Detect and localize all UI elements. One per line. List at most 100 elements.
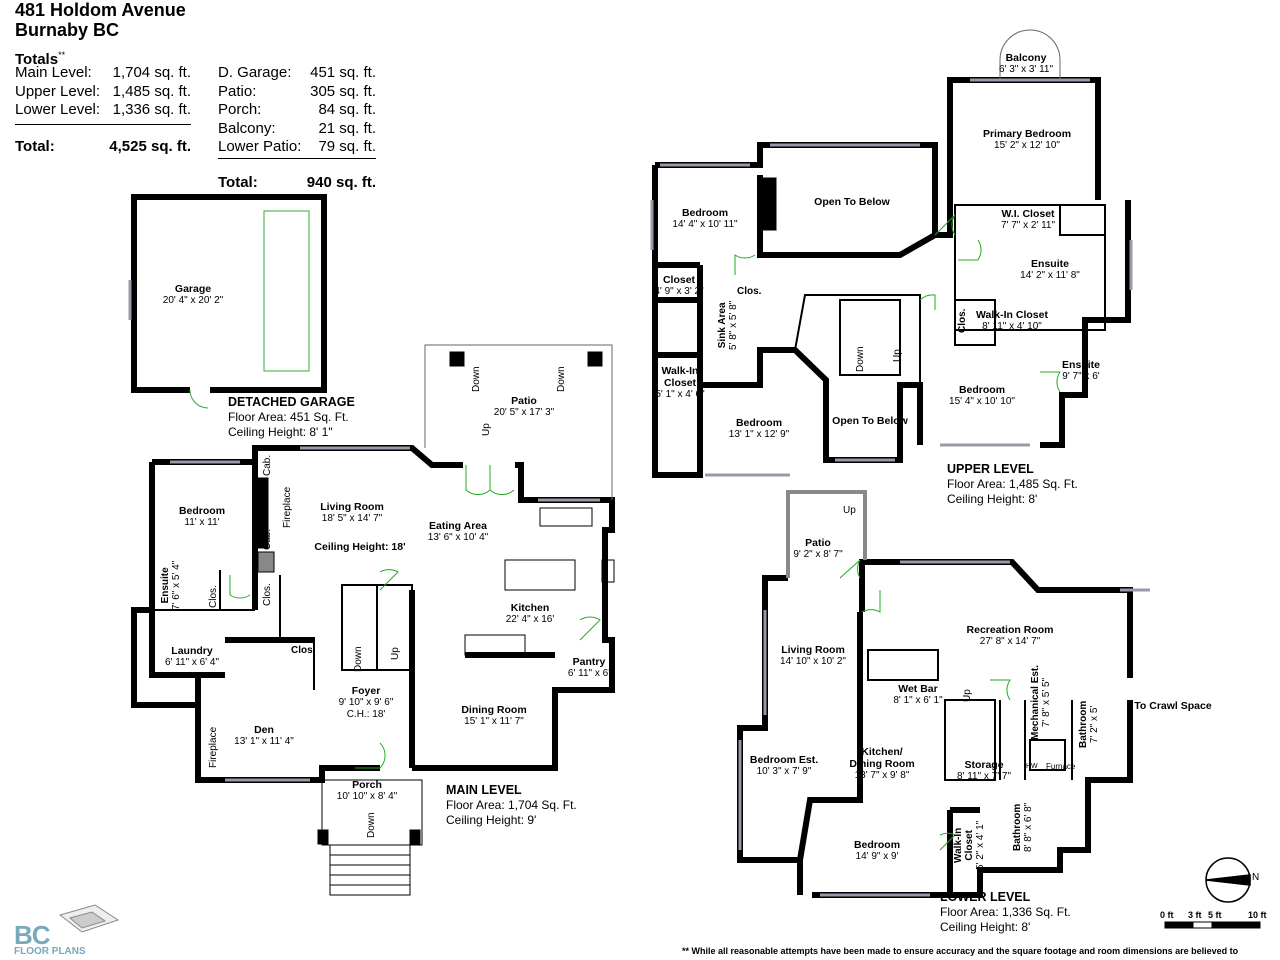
- scale-3: 3 ft: [1188, 910, 1202, 920]
- porch-outline: [321, 779, 423, 896]
- stairs-up-main: Up: [390, 647, 401, 660]
- totals-right-row: Porch:84 sq. ft.: [218, 101, 376, 118]
- garage-door: [263, 210, 310, 372]
- room-ceiling18: Ceiling Height: 18': [314, 541, 406, 553]
- label-clos-upper: Clos.: [737, 286, 762, 297]
- stairs-up-storage: Up: [962, 689, 973, 702]
- totals-right-row: Balcony:21 sq. ft.: [218, 119, 376, 137]
- window-marks: [128, 78, 1150, 897]
- fireplace-main: [257, 477, 269, 549]
- stairs-up-patio: Up: [481, 423, 492, 436]
- stairs-down-upper: Down: [855, 346, 866, 372]
- patio-outline: [424, 344, 613, 500]
- stairs-down-patio-1: Down: [471, 366, 482, 392]
- label-cab-2: Cab.: [262, 528, 273, 550]
- totals-right-total: Total:940 sq. ft.: [218, 174, 376, 191]
- label-clos-upper-2: Clos.: [957, 308, 968, 333]
- label-mechanical: Mechanical Est.7' 8" x 5' 5": [1030, 664, 1052, 740]
- garage-walls: [131, 194, 327, 393]
- totals-title: Totals**: [15, 50, 66, 68]
- stairs-down-porch: Down: [366, 812, 377, 838]
- room-open1: Open To Below: [814, 196, 890, 208]
- door-swing: [734, 254, 756, 275]
- logo-bc: BC: [14, 920, 51, 950]
- stairs-down-main: Down: [353, 646, 364, 672]
- scale-0: 0 ft: [1160, 910, 1174, 920]
- door-swing: [990, 679, 1011, 701]
- room-open2: Open To Below: [832, 415, 908, 427]
- stairs-down-patio-2: Down: [556, 366, 567, 392]
- door-swing: [465, 465, 491, 496]
- stairs-up-lower: Up: [843, 505, 856, 516]
- door-swing: [229, 575, 251, 599]
- totals-left-rule: [15, 124, 191, 125]
- totals-right-rule: [218, 158, 376, 159]
- scale-5: 5 ft: [1208, 910, 1222, 920]
- city: Burnaby BC: [15, 20, 120, 40]
- door-swing: [355, 742, 386, 769]
- room-bedroom-est: Bedroom Est.10' 3" x 7' 9": [749, 754, 819, 777]
- scale-10: 10 ft: [1248, 910, 1267, 920]
- door-swing: [958, 239, 982, 261]
- label-furnace: Furnace: [1046, 762, 1076, 771]
- compass-north: N: [1252, 872, 1260, 883]
- totals-left-total: Total:4,525 sq. ft.: [15, 138, 191, 155]
- address: 481 Holdom Avenue: [15, 0, 186, 20]
- disclaimer: ** While all reasonable attempts have be…: [682, 946, 1239, 956]
- label-fireplace-living: Fireplace: [282, 486, 293, 528]
- totals-left-row: Main Level:1,704 sq. ft.: [15, 64, 191, 81]
- door-swing: [379, 569, 399, 591]
- door-swing: [919, 294, 936, 310]
- balcony-outline: [999, 29, 1061, 80]
- label-cab-1: Cab.: [262, 454, 273, 476]
- door-swing: [1040, 371, 1061, 393]
- door-swing: [579, 616, 601, 641]
- door-swing: [939, 832, 956, 851]
- totals-right-row: D. Garage:451 sq. ft.: [218, 64, 376, 81]
- door-swing: [489, 465, 515, 496]
- door-swings: [229, 214, 1061, 851]
- label-clos-1: Clos.: [208, 585, 219, 608]
- label-clos-3: Clos.: [291, 645, 316, 656]
- room-crawl: To Crawl Space: [1134, 700, 1212, 712]
- door-swing: [839, 559, 861, 579]
- stairs-up-upper: Up: [892, 349, 903, 362]
- totals-right-row: Lower Patio:79 sq. ft.: [218, 138, 376, 155]
